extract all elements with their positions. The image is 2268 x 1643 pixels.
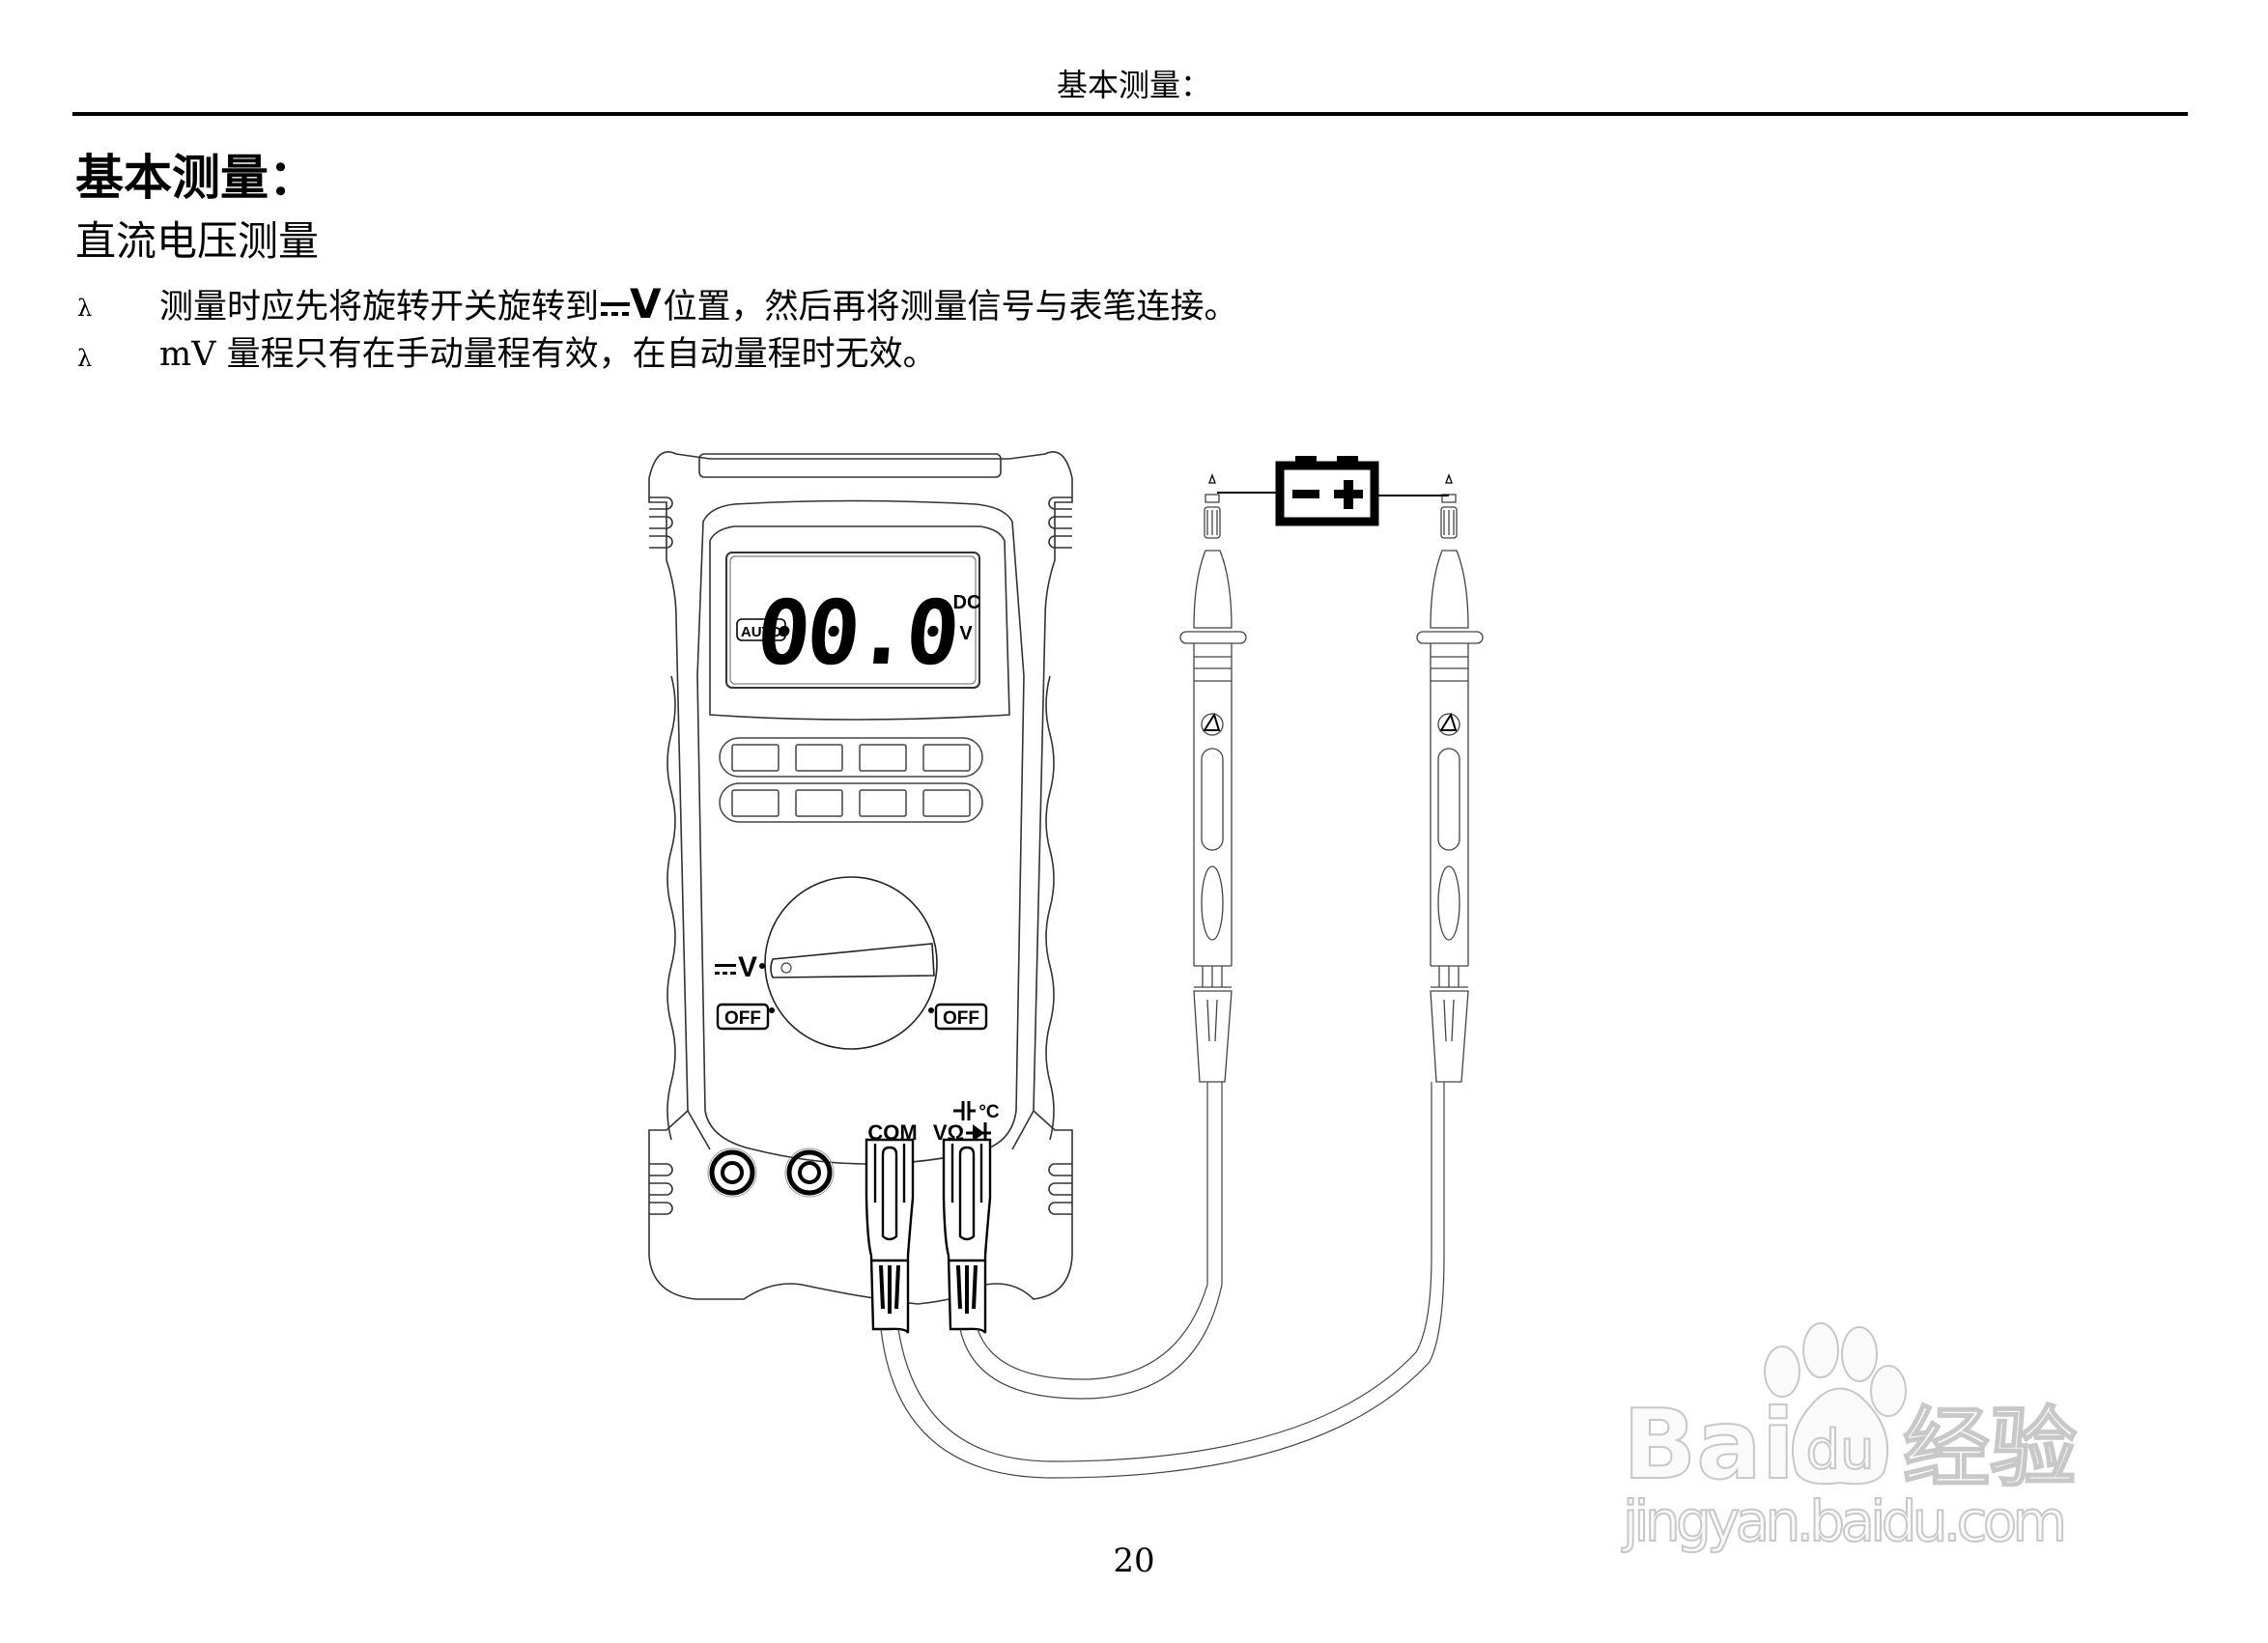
section-title: 基本测量：	[75, 149, 317, 206]
meter-face	[696, 499, 1025, 1165]
button-panel	[719, 737, 983, 823]
off-label-left: OFF	[716, 1003, 775, 1031]
bullet-text: 测量时应先将旋转开关旋转到 V位置，然后再将测量信号与表笔连接。	[159, 280, 1238, 331]
bullet-glyph: λ	[77, 295, 93, 322]
auto-badge: AUTO	[741, 624, 782, 640]
function-button[interactable]	[922, 789, 971, 817]
function-button[interactable]	[922, 744, 971, 772]
function-button[interactable]	[795, 789, 843, 817]
rotary-dial[interactable]	[764, 876, 938, 1050]
unit-v: V	[959, 623, 973, 644]
watermark-brand: Bai	[1623, 1388, 1795, 1501]
probe-left	[1179, 473, 1247, 1083]
test-lead-cables	[880, 1082, 1445, 1479]
watermark-cn: 经验	[1903, 1398, 2077, 1499]
bullet-text-after: 位置，然后再将测量信号与表笔连接。	[663, 288, 1238, 326]
watermark-du: du	[1805, 1419, 1874, 1482]
capacitor-icon	[953, 1101, 976, 1120]
dc-voltage-icon: V	[599, 280, 664, 331]
volt-letter: V	[630, 280, 662, 327]
svg-text:OFF: OFF	[943, 1008, 979, 1029]
function-button[interactable]	[731, 744, 780, 772]
section-subtitle: 直流电压测量	[75, 217, 320, 265]
watermark-url: jingyan.baidu.com	[1621, 1488, 2067, 1554]
input-jack	[707, 1147, 757, 1198]
bullet-text-before: 测量时应先将旋转开关旋转到	[159, 288, 600, 326]
svg-text:OFF: OFF	[724, 1008, 761, 1029]
v-jack-label: VΩ °C	[933, 1101, 1000, 1145]
unit-dc: DC	[953, 592, 981, 613]
v-plug	[942, 1138, 992, 1334]
lcd-display: AUTO 00.0 DC V	[725, 552, 981, 689]
battery-negative-sign	[1292, 490, 1319, 498]
meter-holster	[648, 451, 1073, 1305]
probe-right	[1416, 473, 1484, 1083]
function-button[interactable]	[859, 744, 907, 772]
function-button[interactable]	[795, 744, 843, 772]
bullet-glyph: λ	[77, 345, 93, 372]
function-button[interactable]	[859, 789, 907, 817]
dc-symbol-icon	[601, 300, 631, 318]
header-rule	[72, 112, 2188, 116]
celsius-label: °C	[978, 1102, 1000, 1122]
off-label-right: OFF	[928, 1003, 988, 1031]
bullet-text: mV 量程只有在手动量程有效，在自动量程时无效。	[159, 335, 937, 374]
battery-icon	[1217, 456, 1449, 526]
com-plug	[865, 1138, 915, 1334]
page-number: 20	[1113, 1542, 1155, 1580]
lcd-reading: 00.0	[752, 581, 960, 685]
input-jack	[784, 1147, 835, 1198]
running-header: 基本测量：	[1056, 67, 1211, 103]
dial-v-letter: V	[738, 951, 757, 983]
baidu-watermark: Bai du 经验 jingyan.baidu.com	[1620, 1322, 2078, 1555]
function-button[interactable]	[731, 789, 780, 817]
dial-dcv-label: V	[715, 951, 765, 983]
